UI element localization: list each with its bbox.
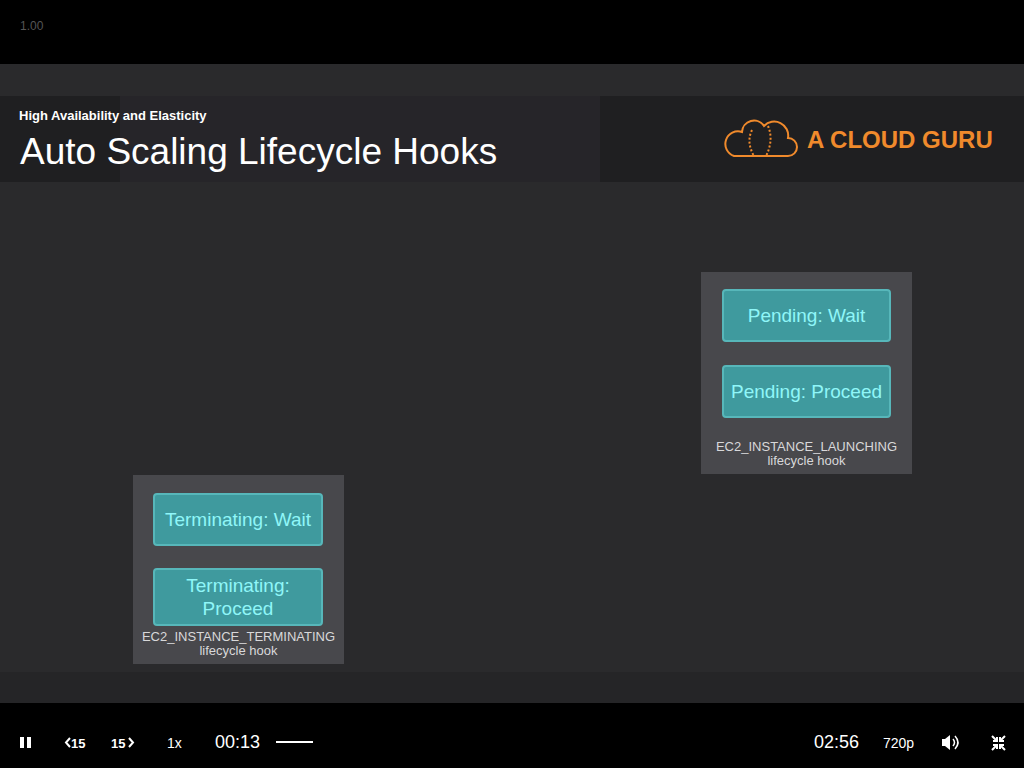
section-name: High Availability and Elasticity	[19, 108, 207, 123]
skip-forward: 15	[111, 736, 125, 751]
progress-bar	[276, 741, 313, 743]
state-box: Terminating: Proceed	[153, 568, 323, 626]
state-label: Terminating: Wait	[165, 508, 311, 531]
top-bar	[0, 0, 1024, 64]
total-time: 02:56	[814, 732, 859, 753]
control-bar	[0, 703, 1024, 768]
hook-panel: EC2_INSTANCE_TERMINATING lifecycle hook T…	[133, 475, 344, 664]
footer-band	[0, 672, 1024, 703]
slide-ground	[0, 64, 1024, 703]
state-label: Pending: Wait	[748, 304, 866, 327]
speed-control: 1x	[167, 735, 182, 751]
hook-caption: EC2_INSTANCE_LAUNCHING lifecycle hook	[701, 440, 912, 468]
state-box: Pending: Proceed	[722, 365, 891, 418]
cloud-logo	[725, 121, 797, 156]
brand-name: A CLOUD GURU	[807, 126, 993, 154]
header-band	[0, 96, 1024, 182]
volume-icon	[942, 735, 958, 750]
hook-panel: EC2_INSTANCE_LAUNCHING lifecycle hook Pen…	[701, 272, 912, 474]
elapsed-time: 00:13	[215, 732, 260, 753]
state-box: Pending: Wait	[722, 289, 891, 342]
rewind-chevron	[66, 738, 70, 747]
pause-icon	[20, 737, 31, 748]
state-label: Pending: Proceed	[731, 380, 882, 403]
quality-setting: 720p	[883, 735, 914, 751]
state-label: Terminating: Proceed	[161, 574, 315, 620]
forward-chevron	[129, 738, 133, 747]
timestamp-note: 1.00	[20, 19, 43, 33]
state-box: Terminating: Wait	[153, 493, 323, 546]
slide-title: Auto Scaling Lifecycle Hooks	[20, 131, 497, 173]
hook-caption: EC2_INSTANCE_TERMINATING lifecycle hook	[133, 630, 344, 658]
skip-back: 15	[71, 736, 85, 751]
collapse-icon	[992, 736, 1005, 750]
